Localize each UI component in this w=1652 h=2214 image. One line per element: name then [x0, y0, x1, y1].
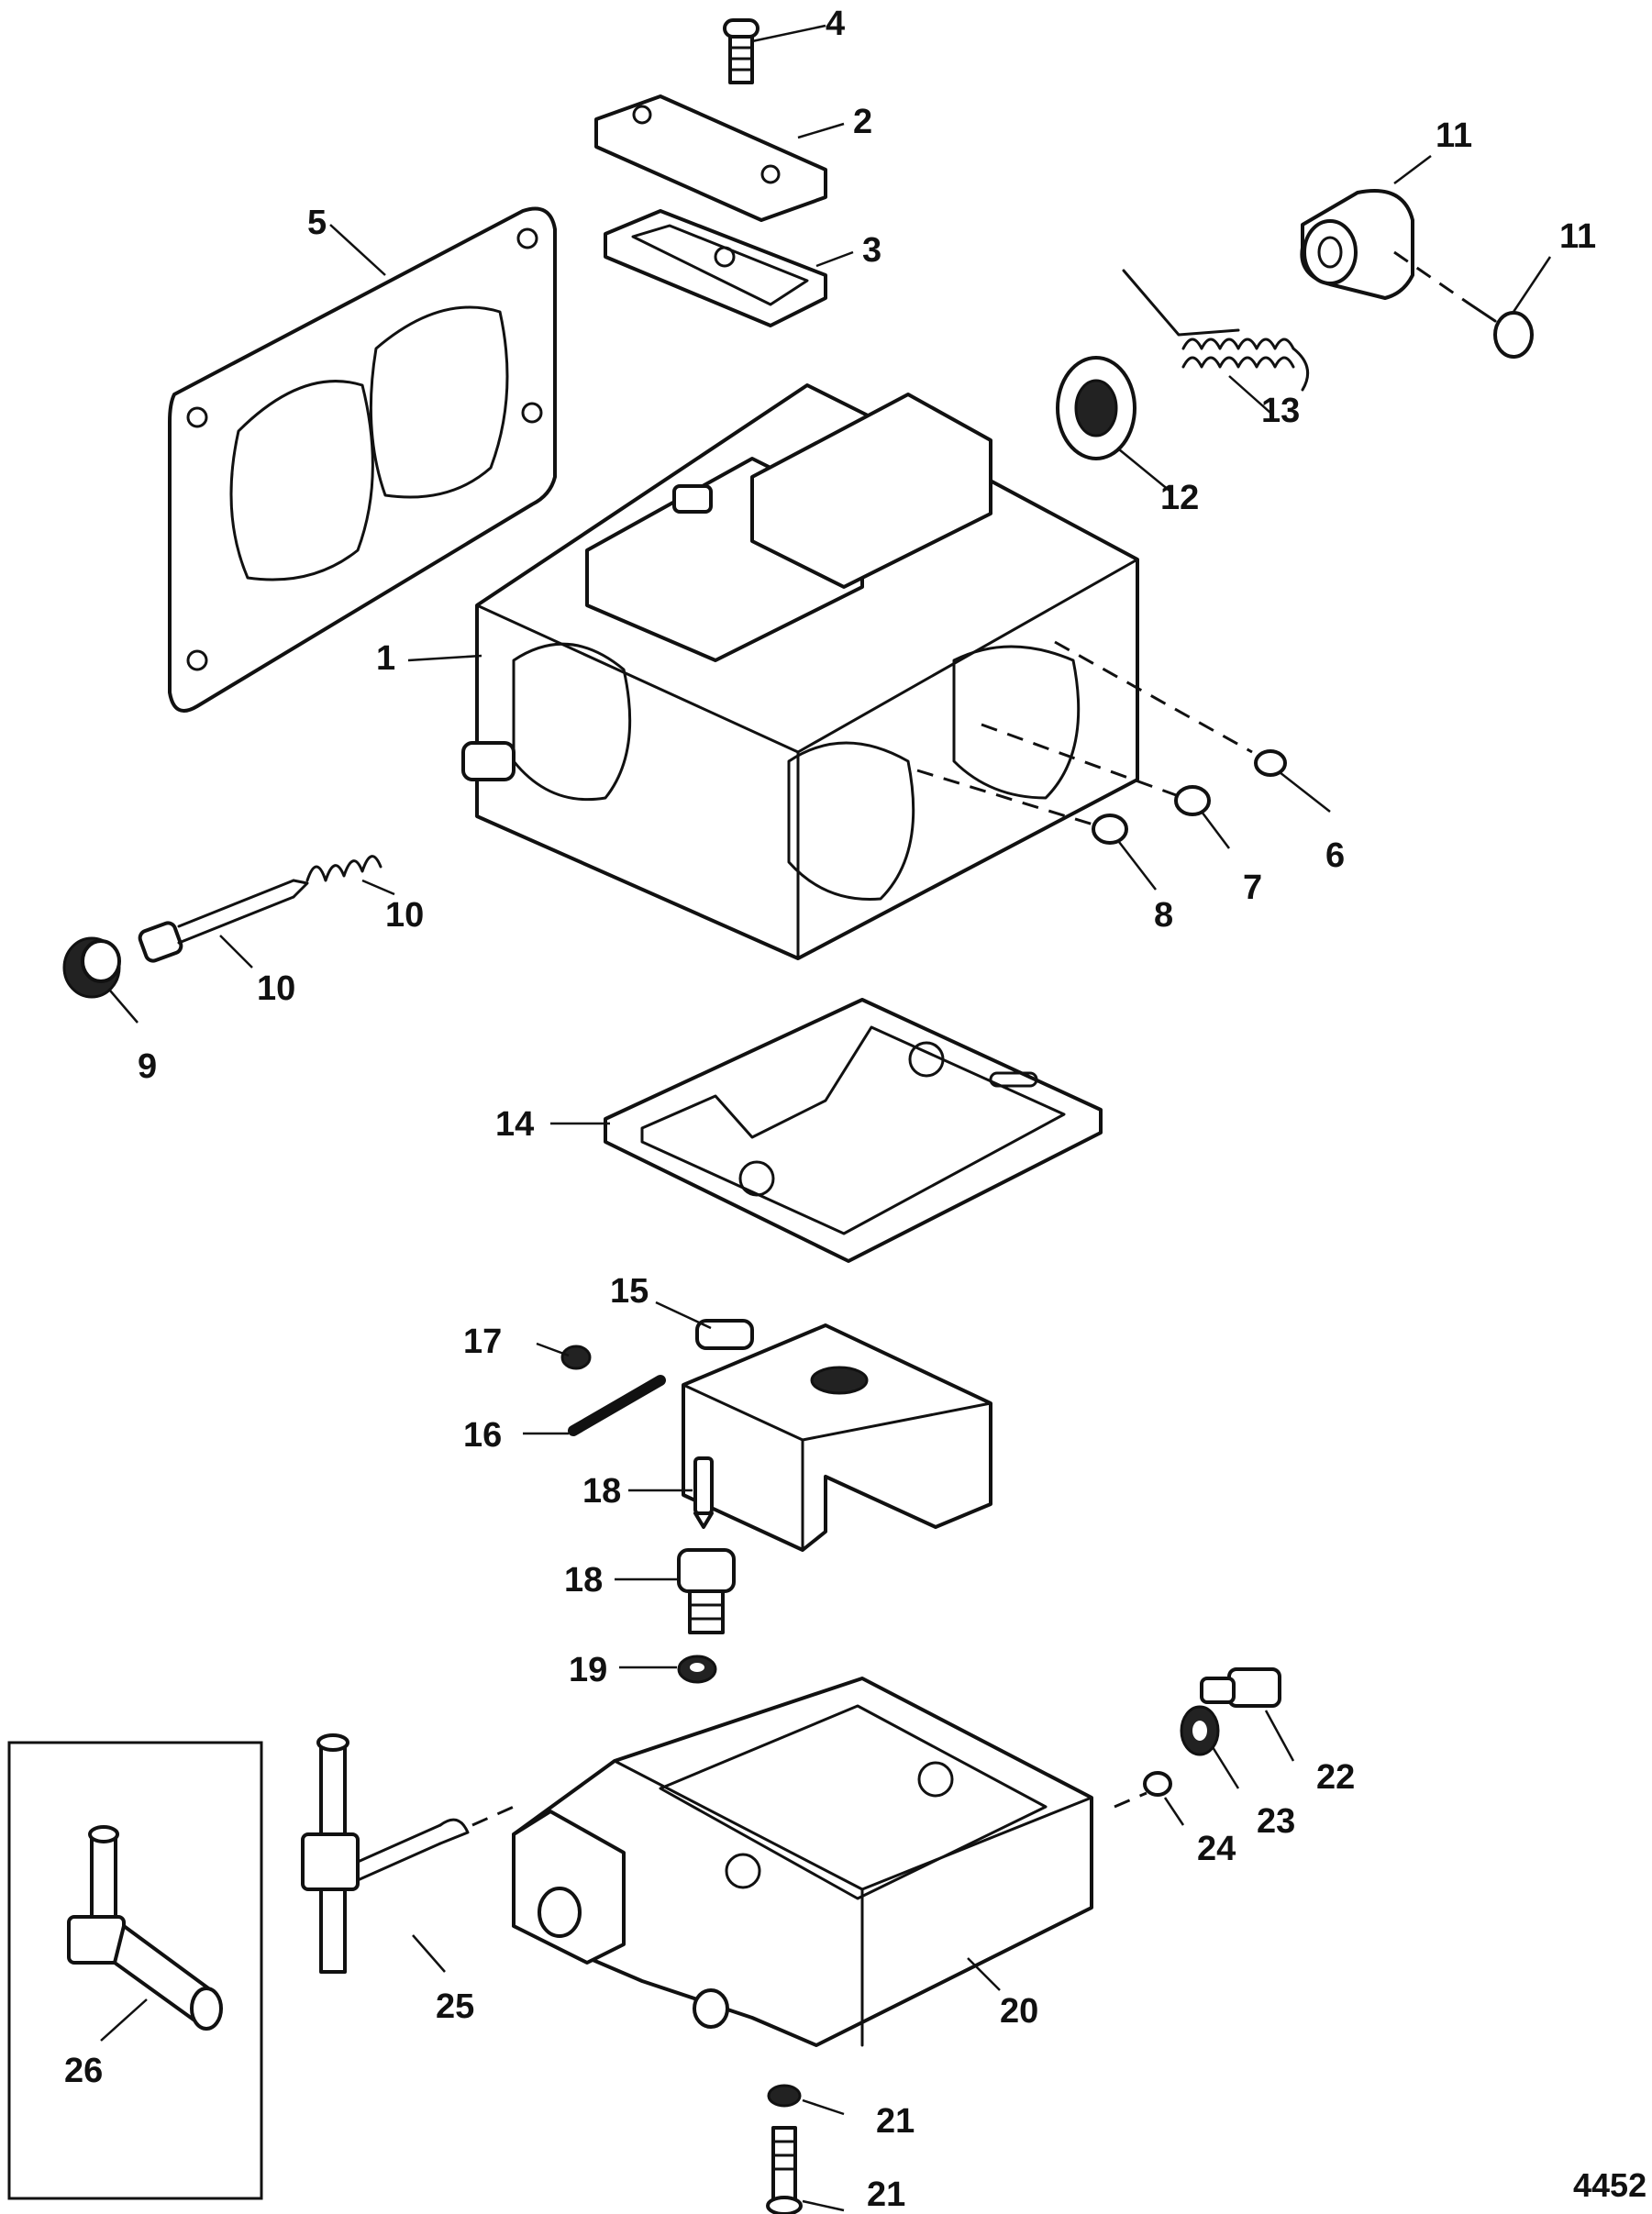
part-11-choke-screw — [1393, 250, 1534, 359]
callout-23: 23 — [1257, 1802, 1295, 1841]
callout-3: 3 — [862, 231, 881, 270]
part-19-washer — [677, 1655, 717, 1684]
callout-5: 5 — [307, 204, 327, 242]
callout-22: 22 — [1316, 1758, 1355, 1797]
callout-2: 2 — [853, 103, 872, 141]
part-21-washer — [767, 2084, 802, 2108]
part-18-inlet-needle — [693, 1456, 714, 1529]
part-24-main-jet — [1114, 1771, 1172, 1809]
callout-8: 8 — [1154, 896, 1173, 935]
callout-18-needle: 18 — [582, 1472, 621, 1511]
part-10-idle-mixture-screw — [138, 879, 309, 963]
callout-17: 17 — [463, 1323, 502, 1361]
part-26-elbow-fitting — [67, 1825, 223, 2031]
part-10-spring — [305, 855, 383, 882]
part-14-bowl-gasket — [604, 998, 1103, 1263]
callout-10-spring: 10 — [385, 896, 424, 935]
part-12-seal — [1056, 356, 1136, 460]
part-3-gasket — [604, 209, 827, 327]
callout-1: 1 — [376, 639, 395, 678]
callout-7: 7 — [1243, 869, 1262, 907]
callout-15: 15 — [610, 1272, 649, 1311]
part-2-cover-plate — [594, 94, 827, 222]
part-23-washer — [1180, 1705, 1220, 1756]
callout-18-seat: 18 — [564, 1561, 603, 1600]
part-11-choke-housing — [1300, 189, 1414, 300]
callout-21-washer: 21 — [876, 2102, 915, 2141]
part-15-float — [682, 1319, 992, 1552]
leader-lines — [100, 24, 1552, 2212]
callout-14: 14 — [495, 1105, 534, 1144]
callout-24: 24 — [1197, 1830, 1236, 1868]
callout-20: 20 — [1000, 1992, 1038, 2031]
callout-11-housing: 11 — [1436, 116, 1472, 155]
callout-25: 25 — [436, 1987, 474, 2026]
part-18-needle-seat — [677, 1548, 736, 1634]
part-13-spring — [1122, 269, 1310, 392]
callout-19: 19 — [569, 1651, 607, 1689]
callout-9: 9 — [138, 1047, 157, 1086]
part-8-jet — [916, 769, 1128, 845]
part-5-manifold-gasket — [168, 206, 557, 713]
part-25-fuel-fitting — [301, 1733, 515, 1974]
callout-13: 13 — [1261, 392, 1300, 430]
inset-box — [7, 1741, 263, 2200]
callout-labels: 4 2 3 5 11 11 13 12 1 6 7 8 10 10 9 14 1… — [64, 5, 1596, 2214]
part-17-screw — [560, 1345, 592, 1370]
callout-11-screw: 11 — [1559, 217, 1596, 256]
diagram-reference-number: 4452 — [1573, 2166, 1646, 2204]
callout-10-screw: 10 — [257, 969, 295, 1008]
part-4-screw — [723, 18, 759, 84]
callout-12: 12 — [1160, 479, 1199, 517]
part-1-carburetor-body — [461, 383, 1139, 960]
part-21-drain-screw — [766, 2126, 803, 2214]
part-9-plug — [62, 936, 121, 999]
callout-4: 4 — [826, 5, 845, 43]
part-20-float-bowl — [512, 1677, 1093, 2047]
callout-26: 26 — [64, 2052, 103, 2090]
callout-6: 6 — [1325, 836, 1345, 875]
part-6-jet — [1054, 640, 1287, 777]
part-7-jet — [981, 723, 1211, 816]
callout-21-screw: 21 — [867, 2175, 905, 2214]
part-22-plug — [1200, 1667, 1281, 1708]
callout-16: 16 — [463, 1416, 502, 1455]
part-16-float-pin — [568, 1375, 666, 1436]
